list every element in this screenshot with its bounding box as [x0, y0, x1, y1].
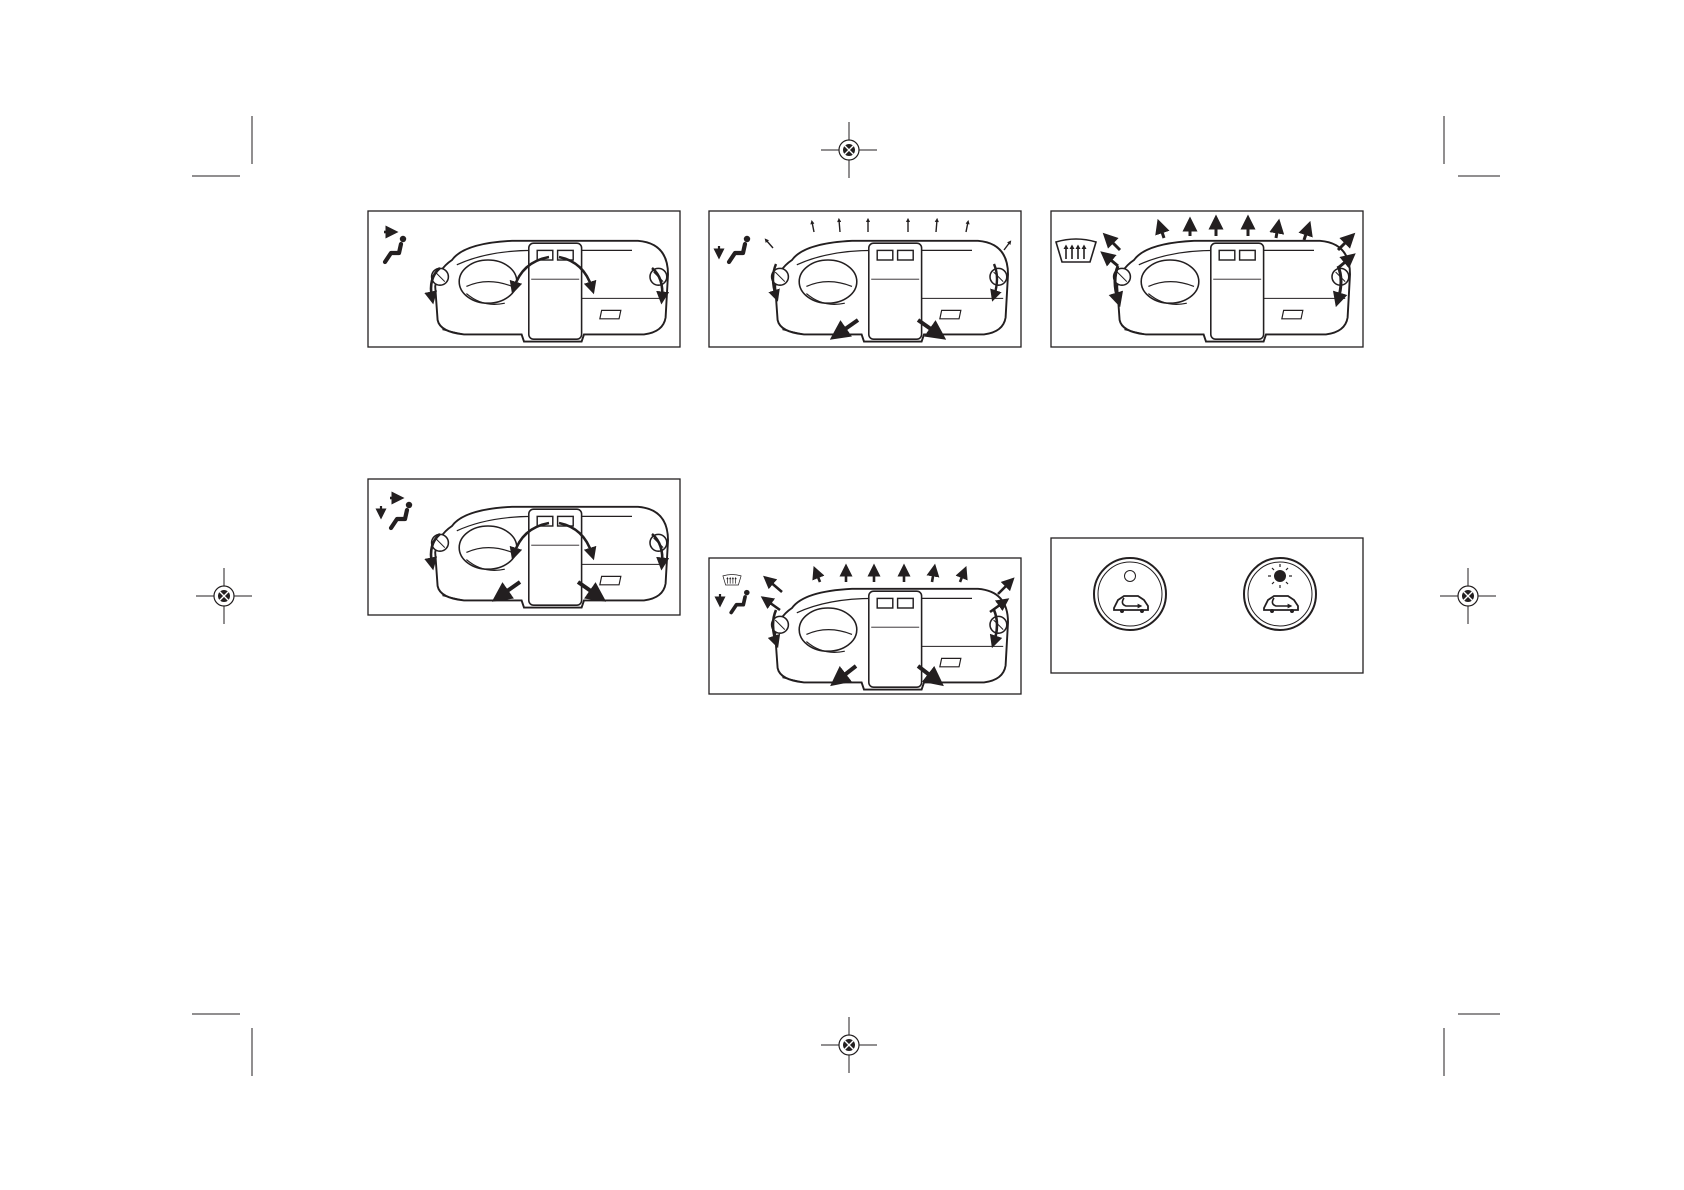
- figure-bi-level-mode: [368, 479, 680, 615]
- dashboard-illustration: [432, 507, 668, 608]
- defrost-mode-icon: [1056, 239, 1096, 262]
- figure-defrost-mode: [1051, 211, 1363, 347]
- dashboard-illustration: [772, 241, 1008, 342]
- figure-foot-defrost-mode: [709, 558, 1021, 694]
- figure-recirculation-button: [1051, 538, 1363, 673]
- dashboard-illustration: [772, 589, 1008, 690]
- recirculation-button-off-icon: [1094, 558, 1166, 630]
- figure-foot-mode: [709, 211, 1021, 347]
- dashboard-illustration: [432, 241, 668, 342]
- recirculation-button-on-icon: [1244, 558, 1316, 630]
- figure-vent-mode: [368, 211, 680, 347]
- indicator-light-icon: [1274, 570, 1286, 582]
- dashboard-illustration: [1114, 241, 1350, 342]
